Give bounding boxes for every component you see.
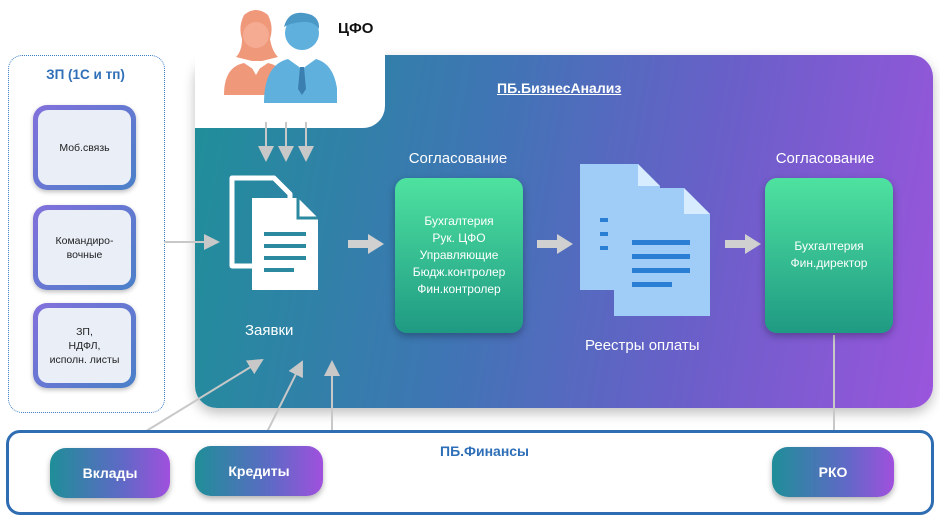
documents-blue-icon (580, 164, 710, 316)
requests-label: Заявки (245, 322, 294, 339)
documents-icon (229, 175, 318, 290)
approval2-title: Согласование (775, 150, 875, 167)
approval1-card: Бухгалтерия Рук. ЦФО Управляющие Бюдж.ко… (395, 178, 523, 333)
business-analysis-title: ПБ.БизнесАнализ (497, 80, 622, 96)
left-group-title: ЗП (1С и тп) (46, 67, 125, 82)
credits-button[interactable]: Кредиты (195, 446, 323, 496)
left-item-mobile: Моб.связь (33, 105, 136, 190)
finance-title: ПБ.Финансы (440, 443, 530, 459)
approval1-title: Согласование (408, 150, 508, 167)
left-item-label: Командиро- вочные (38, 210, 131, 285)
deposits-button[interactable]: Вклады (50, 448, 170, 498)
cfo-people-icon (224, 10, 337, 103)
approval2-card: Бухгалтерия Фин.директор (765, 178, 893, 333)
person-male-icon (264, 12, 337, 103)
registers-label: Реестры оплаты (585, 337, 700, 354)
left-item-travel: Командиро- вочные (33, 205, 136, 290)
cfo-label: ЦФО (338, 20, 374, 37)
left-item-label: ЗП, НДФЛ, исполн. листы (38, 308, 131, 383)
rko-button[interactable]: РКО (772, 447, 894, 497)
left-item-label: Моб.связь (38, 110, 131, 185)
left-item-salary: ЗП, НДФЛ, исполн. листы (33, 303, 136, 388)
